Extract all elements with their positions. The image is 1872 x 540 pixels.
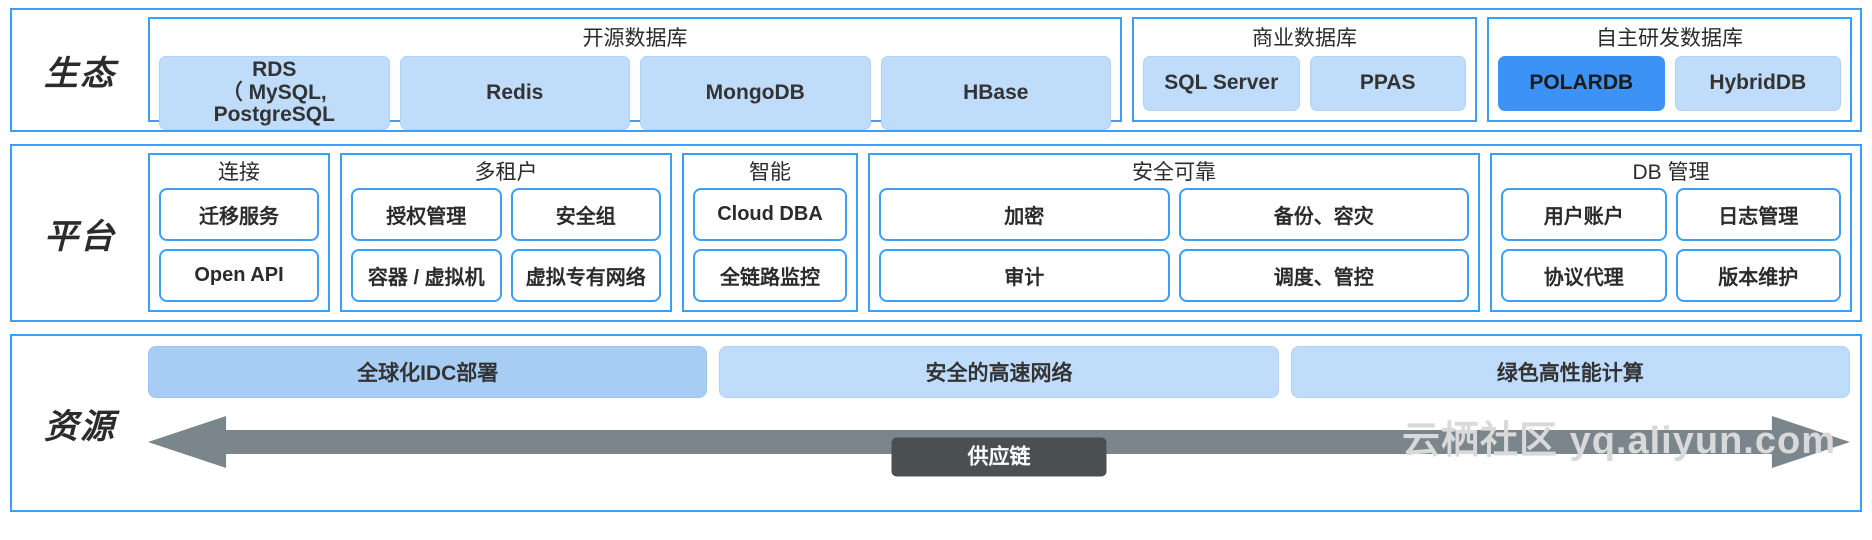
group-title: 商业数据库 [1252, 27, 1357, 50]
chip-vpc[interactable]: 虚拟专有网络 [510, 249, 661, 302]
group-row: 协议代理 版本维护 [1501, 249, 1841, 302]
group-row: Open API [159, 249, 319, 302]
platform-band: 平台 连接 迁移服务 Open API 多租户 授权管理 [10, 144, 1862, 322]
group-row: 授权管理 安全组 [351, 188, 661, 241]
group-multi-tenant: 多租户 授权管理 安全组 容器 / 虚拟机 虚拟专有网络 [340, 153, 672, 312]
chip-sql-server[interactable]: SQL Server [1143, 56, 1300, 111]
resource-chips: 全球化IDC部署 安全的高速网络 绿色高性能计算 [148, 346, 1850, 398]
group-title: 多租户 [474, 161, 538, 184]
chip-user-account[interactable]: 用户账户 [1501, 188, 1667, 241]
chip-log-management[interactable]: 日志管理 [1675, 188, 1841, 241]
chip-encryption[interactable]: 加密 [879, 188, 1170, 241]
chip-rds[interactable]: RDS （ MySQL, PostgreSQL [159, 56, 390, 131]
chip-protocol-proxy[interactable]: 协议代理 [1501, 249, 1667, 302]
group-open-source-database: 开源数据库 RDS （ MySQL, PostgreSQL Redis Mong… [148, 17, 1122, 131]
group-self-developed-database: 自主研发数据库 POLARDB HybridDB [1487, 17, 1852, 122]
group-connection: 连接 迁移服务 Open API [148, 153, 330, 312]
ecosystem-band: 生态 开源数据库 RDS （ MySQL, PostgreSQL Redis M… [10, 8, 1862, 132]
group-rows: 用户账户 日志管理 协议代理 版本维护 [1501, 188, 1841, 302]
chip-scheduling-control[interactable]: 调度、管控 [1178, 249, 1469, 302]
chip-polardb[interactable]: POLARDB [1498, 56, 1665, 111]
chip-version-maintenance[interactable]: 版本维护 [1675, 249, 1841, 302]
chip-green-high-performance-computing[interactable]: 绿色高性能计算 [1290, 346, 1850, 398]
chip-redis[interactable]: Redis [399, 56, 630, 131]
platform-band-body: 连接 迁移服务 Open API 多租户 授权管理 安全组 [148, 146, 1860, 320]
group-items: POLARDB HybridDB [1498, 56, 1841, 111]
chip-backup-disaster-recovery[interactable]: 备份、容灾 [1178, 188, 1469, 241]
chip-migration-service[interactable]: 迁移服务 [159, 188, 319, 241]
chip-authorization-management[interactable]: 授权管理 [351, 188, 502, 241]
resource-band-label: 资源 [44, 407, 116, 446]
chip-secure-high-speed-network[interactable]: 安全的高速网络 [719, 346, 1279, 398]
group-intelligence: 智能 Cloud DBA 全链路监控 [682, 153, 858, 312]
group-title: DB 管理 [1632, 161, 1710, 184]
group-title: 智能 [749, 161, 791, 184]
group-rows: 迁移服务 Open API [159, 188, 319, 302]
chip-global-idc-deployment[interactable]: 全球化IDC部署 [148, 346, 708, 398]
chip-open-api[interactable]: Open API [159, 249, 319, 302]
chip-ppas[interactable]: PPAS [1309, 56, 1466, 111]
chip-security-group[interactable]: 安全组 [510, 188, 661, 241]
group-items: RDS （ MySQL, PostgreSQL Redis MongoDB HB… [159, 56, 1111, 131]
ecosystem-band-body: 开源数据库 RDS （ MySQL, PostgreSQL Redis Mong… [148, 10, 1860, 131]
group-row: 加密 备份、容灾 [879, 188, 1469, 241]
chip-container-vm[interactable]: 容器 / 虚拟机 [351, 249, 502, 302]
group-db-management: DB 管理 用户账户 日志管理 协议代理 版本维护 [1490, 153, 1852, 312]
chip-hbase[interactable]: HBase [880, 56, 1111, 131]
chip-full-link-monitoring[interactable]: 全链路监控 [693, 249, 847, 302]
group-rows: 授权管理 安全组 容器 / 虚拟机 虚拟专有网络 [351, 188, 661, 302]
group-title: 自主研发数据库 [1596, 27, 1743, 50]
ecosystem-band-label: 生态 [44, 54, 116, 93]
group-row: 审计 调度、管控 [879, 249, 1469, 302]
group-row: 用户账户 日志管理 [1501, 188, 1841, 241]
resource-band: 资源 全球化IDC部署 安全的高速网络 绿色高性能计算 供应链 云栖社区 yq.… [10, 334, 1862, 512]
group-items: SQL Server PPAS [1143, 56, 1466, 111]
group-row: Cloud DBA [693, 188, 847, 241]
group-title: 开源数据库 [582, 27, 688, 50]
chip-cloud-dba[interactable]: Cloud DBA [693, 188, 847, 241]
chip-audit[interactable]: 审计 [879, 249, 1170, 302]
group-row: 迁移服务 [159, 188, 319, 241]
chip-mongodb[interactable]: MongoDB [640, 56, 871, 131]
resource-band-body: 全球化IDC部署 安全的高速网络 绿色高性能计算 供应链 [148, 336, 1860, 510]
chip-hybriddb[interactable]: HybridDB [1674, 56, 1841, 111]
group-rows: 加密 备份、容灾 审计 调度、管控 [879, 188, 1469, 302]
group-rows: Cloud DBA 全链路监控 [693, 188, 847, 302]
group-row: 全链路监控 [693, 249, 847, 302]
group-security-reliability: 安全可靠 加密 备份、容灾 审计 调度、管控 [868, 153, 1480, 312]
group-row: 容器 / 虚拟机 虚拟专有网络 [351, 249, 661, 302]
group-commercial-database: 商业数据库 SQL Server PPAS [1132, 17, 1477, 122]
group-title: 连接 [218, 161, 260, 184]
supply-chain-label: 供应链 [891, 437, 1107, 477]
group-title: 安全可靠 [1132, 161, 1216, 184]
supply-chain-arrow-zone: 供应链 [148, 414, 1850, 500]
platform-band-label: 平台 [44, 217, 116, 256]
